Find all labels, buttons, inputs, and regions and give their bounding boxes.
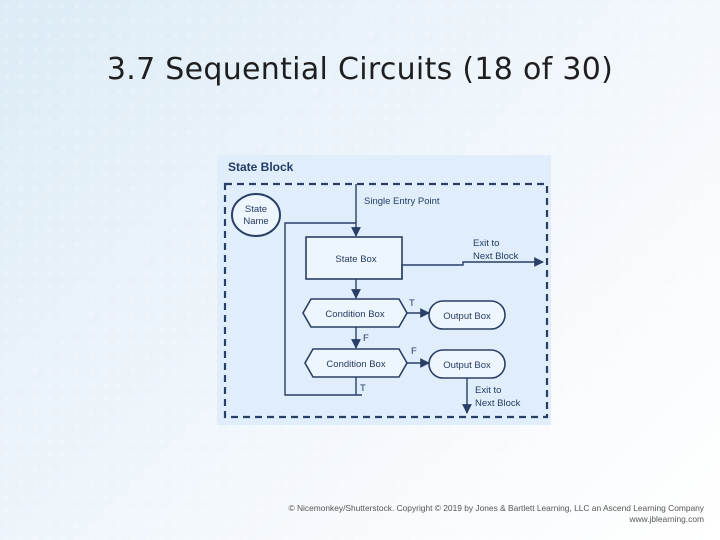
condition-box-1 xyxy=(302,298,408,328)
output-box-1-label: Output Box xyxy=(443,311,491,322)
exit-top-arrow xyxy=(401,257,544,279)
copyright-credit: © Nicemonkey/Shutterstock. Copyright © 2… xyxy=(289,503,705,525)
slide-title: 3.7 Sequential Circuits (18 of 30) xyxy=(106,52,614,87)
state-name-line1: State xyxy=(245,204,267,215)
exit-bottom-line1: Exit to xyxy=(475,385,501,396)
state-block-border xyxy=(223,182,549,419)
f-label-2: F xyxy=(411,346,417,357)
exit-top-line2: Next Block xyxy=(473,251,519,262)
credit-line-1: © Nicemonkey/Shutterstock. Copyright © 2… xyxy=(288,503,705,513)
credit-line-2: www.jblearning.com xyxy=(629,514,704,524)
output-box-1 xyxy=(428,300,506,330)
state-block-diagram: State Block State Name Single Entry Poin… xyxy=(217,155,551,425)
exit-bottom-line2: Next Block xyxy=(475,398,521,409)
state-box xyxy=(305,236,403,280)
exit-top-line1: Exit to xyxy=(473,238,499,249)
state-name-line2: Name xyxy=(243,216,268,227)
t-label-1: T xyxy=(409,298,415,309)
output-box-2-label: Output Box xyxy=(443,360,491,371)
loop-line xyxy=(284,222,362,396)
diagram-svg: State Block State Name Single Entry Poin… xyxy=(223,160,549,419)
entry-label: Single Entry Point xyxy=(364,196,440,207)
condition-box-1-label: Condition Box xyxy=(325,309,384,320)
condition-box-2-label: Condition Box xyxy=(326,359,385,370)
state-box-label: State Box xyxy=(335,254,376,265)
t-label-2: T xyxy=(360,383,366,394)
block-title: State Block xyxy=(228,160,294,174)
condition-box-2 xyxy=(304,348,408,378)
state-name-circle xyxy=(231,193,281,237)
f-label-1: F xyxy=(363,333,369,344)
